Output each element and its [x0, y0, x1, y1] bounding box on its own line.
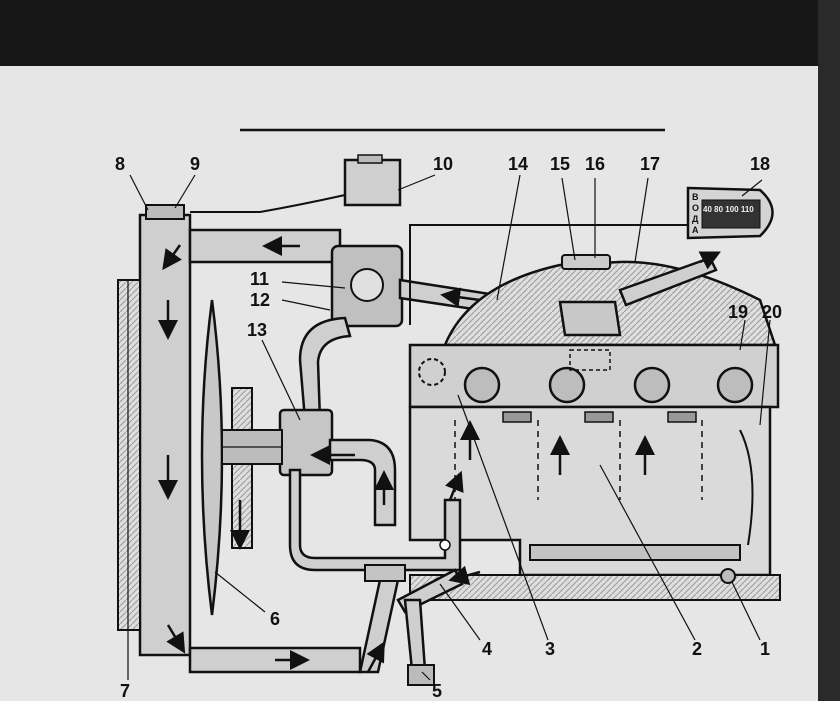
- label-6: 6: [270, 609, 280, 629]
- thermostat-to-pump-hose: [298, 316, 352, 422]
- flow-arrows: [158, 236, 721, 673]
- label-5: 5: [432, 681, 442, 701]
- drain-tap: [407, 664, 435, 686]
- heater-return-pipe: [358, 578, 400, 674]
- carburettor-base: [561, 254, 611, 270]
- label-12: 12: [250, 290, 270, 310]
- gauge-scale: 40 80 100 110: [703, 205, 754, 214]
- outlet-housing: [558, 300, 622, 337]
- label-14: 14: [508, 154, 528, 174]
- label-9: 9: [190, 154, 200, 174]
- label-7: 7: [120, 681, 130, 701]
- label-17: 17: [640, 154, 660, 174]
- gauge-letter-2: О: [692, 203, 699, 213]
- gauge-letter-3: Д: [692, 214, 699, 224]
- block-return-pipe: [288, 468, 462, 572]
- label-20: 20: [762, 302, 782, 322]
- heater-outlet-pipe: [618, 256, 718, 307]
- part-labels: 8 9 10 14 15 16 17 18 11 12 13 19 20 6 4…: [115, 154, 782, 701]
- label-1: 1: [760, 639, 770, 659]
- thermostat: [330, 244, 404, 328]
- label-8: 8: [115, 154, 125, 174]
- fan: [200, 299, 253, 616]
- pump-outlet-pipe: [328, 438, 397, 527]
- radiator: [117, 204, 192, 657]
- label-13: 13: [247, 320, 267, 340]
- label-11: 11: [250, 269, 269, 289]
- label-3: 3: [545, 639, 555, 659]
- tank-line-to-block: [409, 224, 700, 325]
- label-18: 18: [750, 154, 770, 174]
- plug-circle: [439, 539, 451, 551]
- temperature-gauge: В О Д А 40 80 100 110: [686, 186, 774, 240]
- top-dark-band: [0, 0, 840, 66]
- pipe-coupling: [364, 564, 406, 582]
- gauge-letter-4: А: [692, 225, 699, 235]
- label-4: 4: [482, 639, 492, 659]
- upper-hose: [188, 228, 342, 264]
- label-15: 15: [550, 154, 570, 174]
- expansion-tank: [343, 154, 402, 207]
- tank-hose: [190, 194, 346, 213]
- leader-lines: [127, 174, 771, 681]
- label-16: 16: [585, 154, 605, 174]
- engine-block: [408, 343, 781, 601]
- drain-tap-pipe: [403, 598, 427, 672]
- page-edge-strip: [818, 0, 840, 701]
- gauge-letter-1: В: [692, 192, 699, 202]
- label-19: 19: [728, 302, 748, 322]
- label-2: 2: [692, 639, 702, 659]
- label-10: 10: [433, 154, 453, 174]
